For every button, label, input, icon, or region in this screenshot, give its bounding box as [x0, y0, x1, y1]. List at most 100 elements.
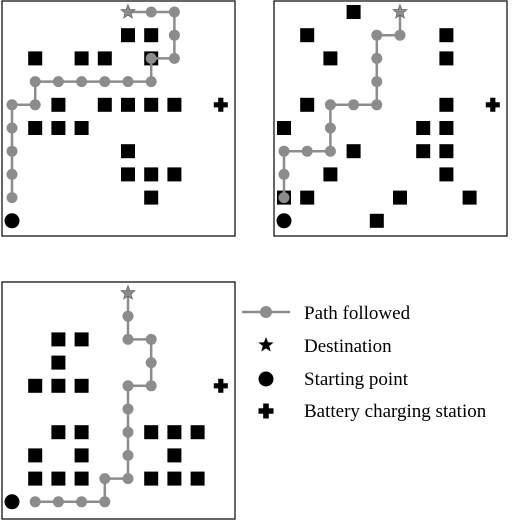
path-line — [35, 293, 153, 504]
obstacle-square — [121, 97, 135, 112]
obstacle-square — [346, 5, 361, 19]
obstacle-square — [462, 190, 477, 205]
obstacle-square — [51, 355, 66, 370]
obstacle-square — [167, 425, 182, 440]
destination-star — [392, 3, 408, 19]
path-node — [278, 145, 290, 157]
path-node — [122, 310, 134, 322]
obstacle-square — [144, 97, 159, 112]
legend: Path followed Destination Starting point… — [242, 303, 487, 422]
path-node — [29, 76, 41, 88]
obstacle-square — [28, 378, 43, 393]
obstacle-square — [439, 28, 454, 43]
obstacle-square — [51, 471, 66, 486]
obstacle-square — [74, 448, 89, 463]
path-node — [99, 76, 111, 88]
filled-circle-icon — [258, 371, 274, 387]
star-icon — [258, 337, 274, 352]
legend-item-start: Starting point — [258, 369, 409, 390]
obstacle-square — [300, 28, 315, 43]
path-node — [122, 426, 134, 438]
obstacle-square — [393, 190, 407, 205]
obstacle-square — [74, 378, 89, 393]
obstacle-square — [144, 167, 159, 182]
obstacle-square — [28, 471, 43, 486]
path-node — [145, 52, 157, 64]
obstacle-square — [51, 378, 66, 393]
path-node — [99, 496, 111, 508]
obstacle-square — [190, 425, 205, 440]
path-node — [348, 99, 360, 111]
obstacle-square — [144, 471, 159, 486]
path-node — [6, 168, 18, 180]
path-node — [371, 29, 383, 41]
obstacle-square — [121, 144, 135, 159]
path-node — [145, 6, 157, 18]
path-node — [371, 99, 383, 111]
path-node — [6, 122, 18, 134]
obstacle-square — [74, 425, 89, 440]
obstacle-square — [74, 51, 89, 66]
charging-station — [213, 97, 228, 112]
obstacle-square — [167, 471, 182, 486]
obstacle-square — [323, 167, 338, 182]
path-node — [301, 145, 313, 157]
map-panel-bottom — [1, 281, 236, 520]
starting-point — [4, 213, 20, 229]
plus-shape — [258, 403, 274, 419]
path-node — [122, 403, 134, 415]
obstacle-square — [323, 51, 338, 66]
charging-station — [213, 378, 228, 393]
path-node — [371, 76, 383, 88]
obstacle-square — [28, 448, 43, 463]
path-node — [145, 76, 157, 88]
obstacle-square — [28, 121, 43, 135]
path-node — [76, 76, 88, 88]
path-node — [29, 496, 41, 508]
obstacle-square — [277, 121, 291, 135]
obstacle-square — [439, 51, 454, 66]
path-node — [324, 145, 336, 157]
path-node — [324, 99, 336, 111]
path-node — [278, 168, 290, 180]
legend-destination-label: Destination — [304, 336, 392, 357]
obstacle-square — [51, 121, 66, 135]
obstacle-square — [144, 28, 159, 43]
obstacle-square — [121, 167, 135, 182]
path-node — [168, 29, 180, 41]
path-node — [145, 380, 157, 392]
obstacle-square — [144, 190, 159, 205]
path-node — [122, 333, 134, 345]
path-node — [168, 6, 180, 18]
obstacle-square — [74, 471, 89, 486]
obstacle-square — [144, 425, 159, 440]
map-panel-top-right — [273, 0, 508, 237]
obstacle-square — [346, 144, 361, 159]
obstacle-square — [167, 448, 182, 463]
legend-item-charging: Battery charging station — [258, 401, 487, 422]
obstacle-square — [439, 144, 454, 159]
path-node — [371, 52, 383, 64]
path-node-icon — [260, 306, 272, 318]
path-node — [145, 333, 157, 345]
path-node — [6, 99, 18, 111]
path-node — [6, 145, 18, 157]
path-node — [122, 473, 134, 485]
obstacle-square — [28, 51, 43, 66]
star-shape — [258, 337, 274, 352]
path-node — [394, 29, 406, 41]
legend-item-destination: Destination — [258, 336, 392, 357]
path-node — [6, 192, 18, 204]
obstacle-square — [167, 167, 182, 182]
obstacle-square — [74, 332, 89, 347]
path-node — [168, 52, 180, 64]
path-node — [122, 76, 134, 88]
starting-point — [276, 213, 292, 229]
legend-item-path: Path followed — [242, 303, 411, 324]
destination-star — [120, 284, 136, 300]
legend-start-label: Starting point — [304, 369, 409, 390]
obstacle-square — [74, 121, 89, 135]
obstacle-square — [190, 471, 205, 486]
